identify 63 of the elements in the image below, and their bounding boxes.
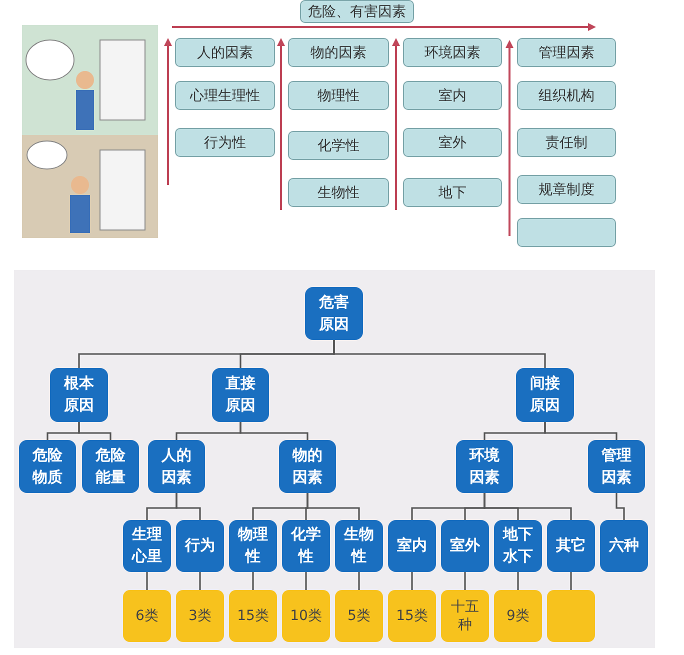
connector-line <box>358 572 360 590</box>
subfactor-box: 室内 <box>388 520 436 572</box>
factor-box: 物的因素 <box>279 440 336 493</box>
factor-box: 组织机构 <box>517 81 616 110</box>
factor-box: 化学性 <box>288 131 389 160</box>
factor-box: 危险能量 <box>82 440 139 493</box>
count-box: 3类 <box>176 590 224 642</box>
subfactor-box: 行为 <box>176 520 224 572</box>
cause-box: 根本原因 <box>50 368 108 422</box>
factor-box: 生物性 <box>288 178 389 207</box>
subfactor-box: 其它 <box>547 520 595 572</box>
subfactor-box: 化学性 <box>282 520 330 572</box>
connector-line <box>570 572 572 590</box>
factor-box: 人的因素 <box>148 440 205 493</box>
subfactor-box: 生物性 <box>335 520 383 572</box>
factor-box: 管理因素 <box>588 440 645 493</box>
title-box: 危险、有害因素 <box>300 0 414 23</box>
count-box: 5类 <box>335 590 383 642</box>
cause-box: 间接原因 <box>516 368 574 422</box>
cause-box: 直接原因 <box>212 368 269 422</box>
factor-box: 责任制 <box>517 128 616 157</box>
subfactor-box: 生理心里 <box>123 520 171 572</box>
count-box: 15类 <box>388 590 436 642</box>
connector-line <box>544 422 618 440</box>
root-box: 危害原因 <box>305 287 363 340</box>
factor-box: 地下 <box>403 178 502 207</box>
factor-box: 危险物质 <box>19 440 76 493</box>
category-box: 管理因素 <box>517 38 616 67</box>
category-box: 物的因素 <box>288 38 389 67</box>
connector-line <box>484 493 572 520</box>
factor-box: 行为性 <box>175 128 275 157</box>
factor-box <box>517 218 616 247</box>
count-box <box>547 590 595 642</box>
factor-box: 物理性 <box>288 81 389 110</box>
subfactor-box: 地下水下 <box>494 520 542 572</box>
count-box: 10类 <box>282 590 330 642</box>
subfactor-box: 六种 <box>600 520 648 572</box>
connector-line <box>146 572 148 590</box>
count-box: 9类 <box>494 590 542 642</box>
connector-line <box>411 572 413 590</box>
category-box: 环境因素 <box>403 38 502 67</box>
connector-line <box>464 572 466 590</box>
connector-line <box>176 493 201 520</box>
connector-line <box>305 572 307 590</box>
factor-box: 室内 <box>403 81 502 110</box>
connector-line <box>240 422 308 440</box>
factor-box: 室外 <box>403 128 502 157</box>
connector-line <box>199 572 201 590</box>
factor-box: 规章制度 <box>517 175 616 204</box>
connector-line <box>333 340 546 368</box>
connector-line <box>306 493 360 520</box>
connector-line <box>252 572 254 590</box>
count-box: 6类 <box>123 590 171 642</box>
subfactor-box: 物理性 <box>229 520 277 572</box>
count-box: 15类 <box>229 590 277 642</box>
connector-line <box>517 572 519 590</box>
connector-line <box>616 493 625 520</box>
factor-box: 环境因素 <box>456 440 513 493</box>
factor-box: 心理生理性 <box>175 81 275 110</box>
count-box: 十五种 <box>441 590 489 642</box>
subfactor-box: 室外 <box>441 520 489 572</box>
connector-line <box>78 422 112 440</box>
category-box: 人的因素 <box>175 38 275 67</box>
